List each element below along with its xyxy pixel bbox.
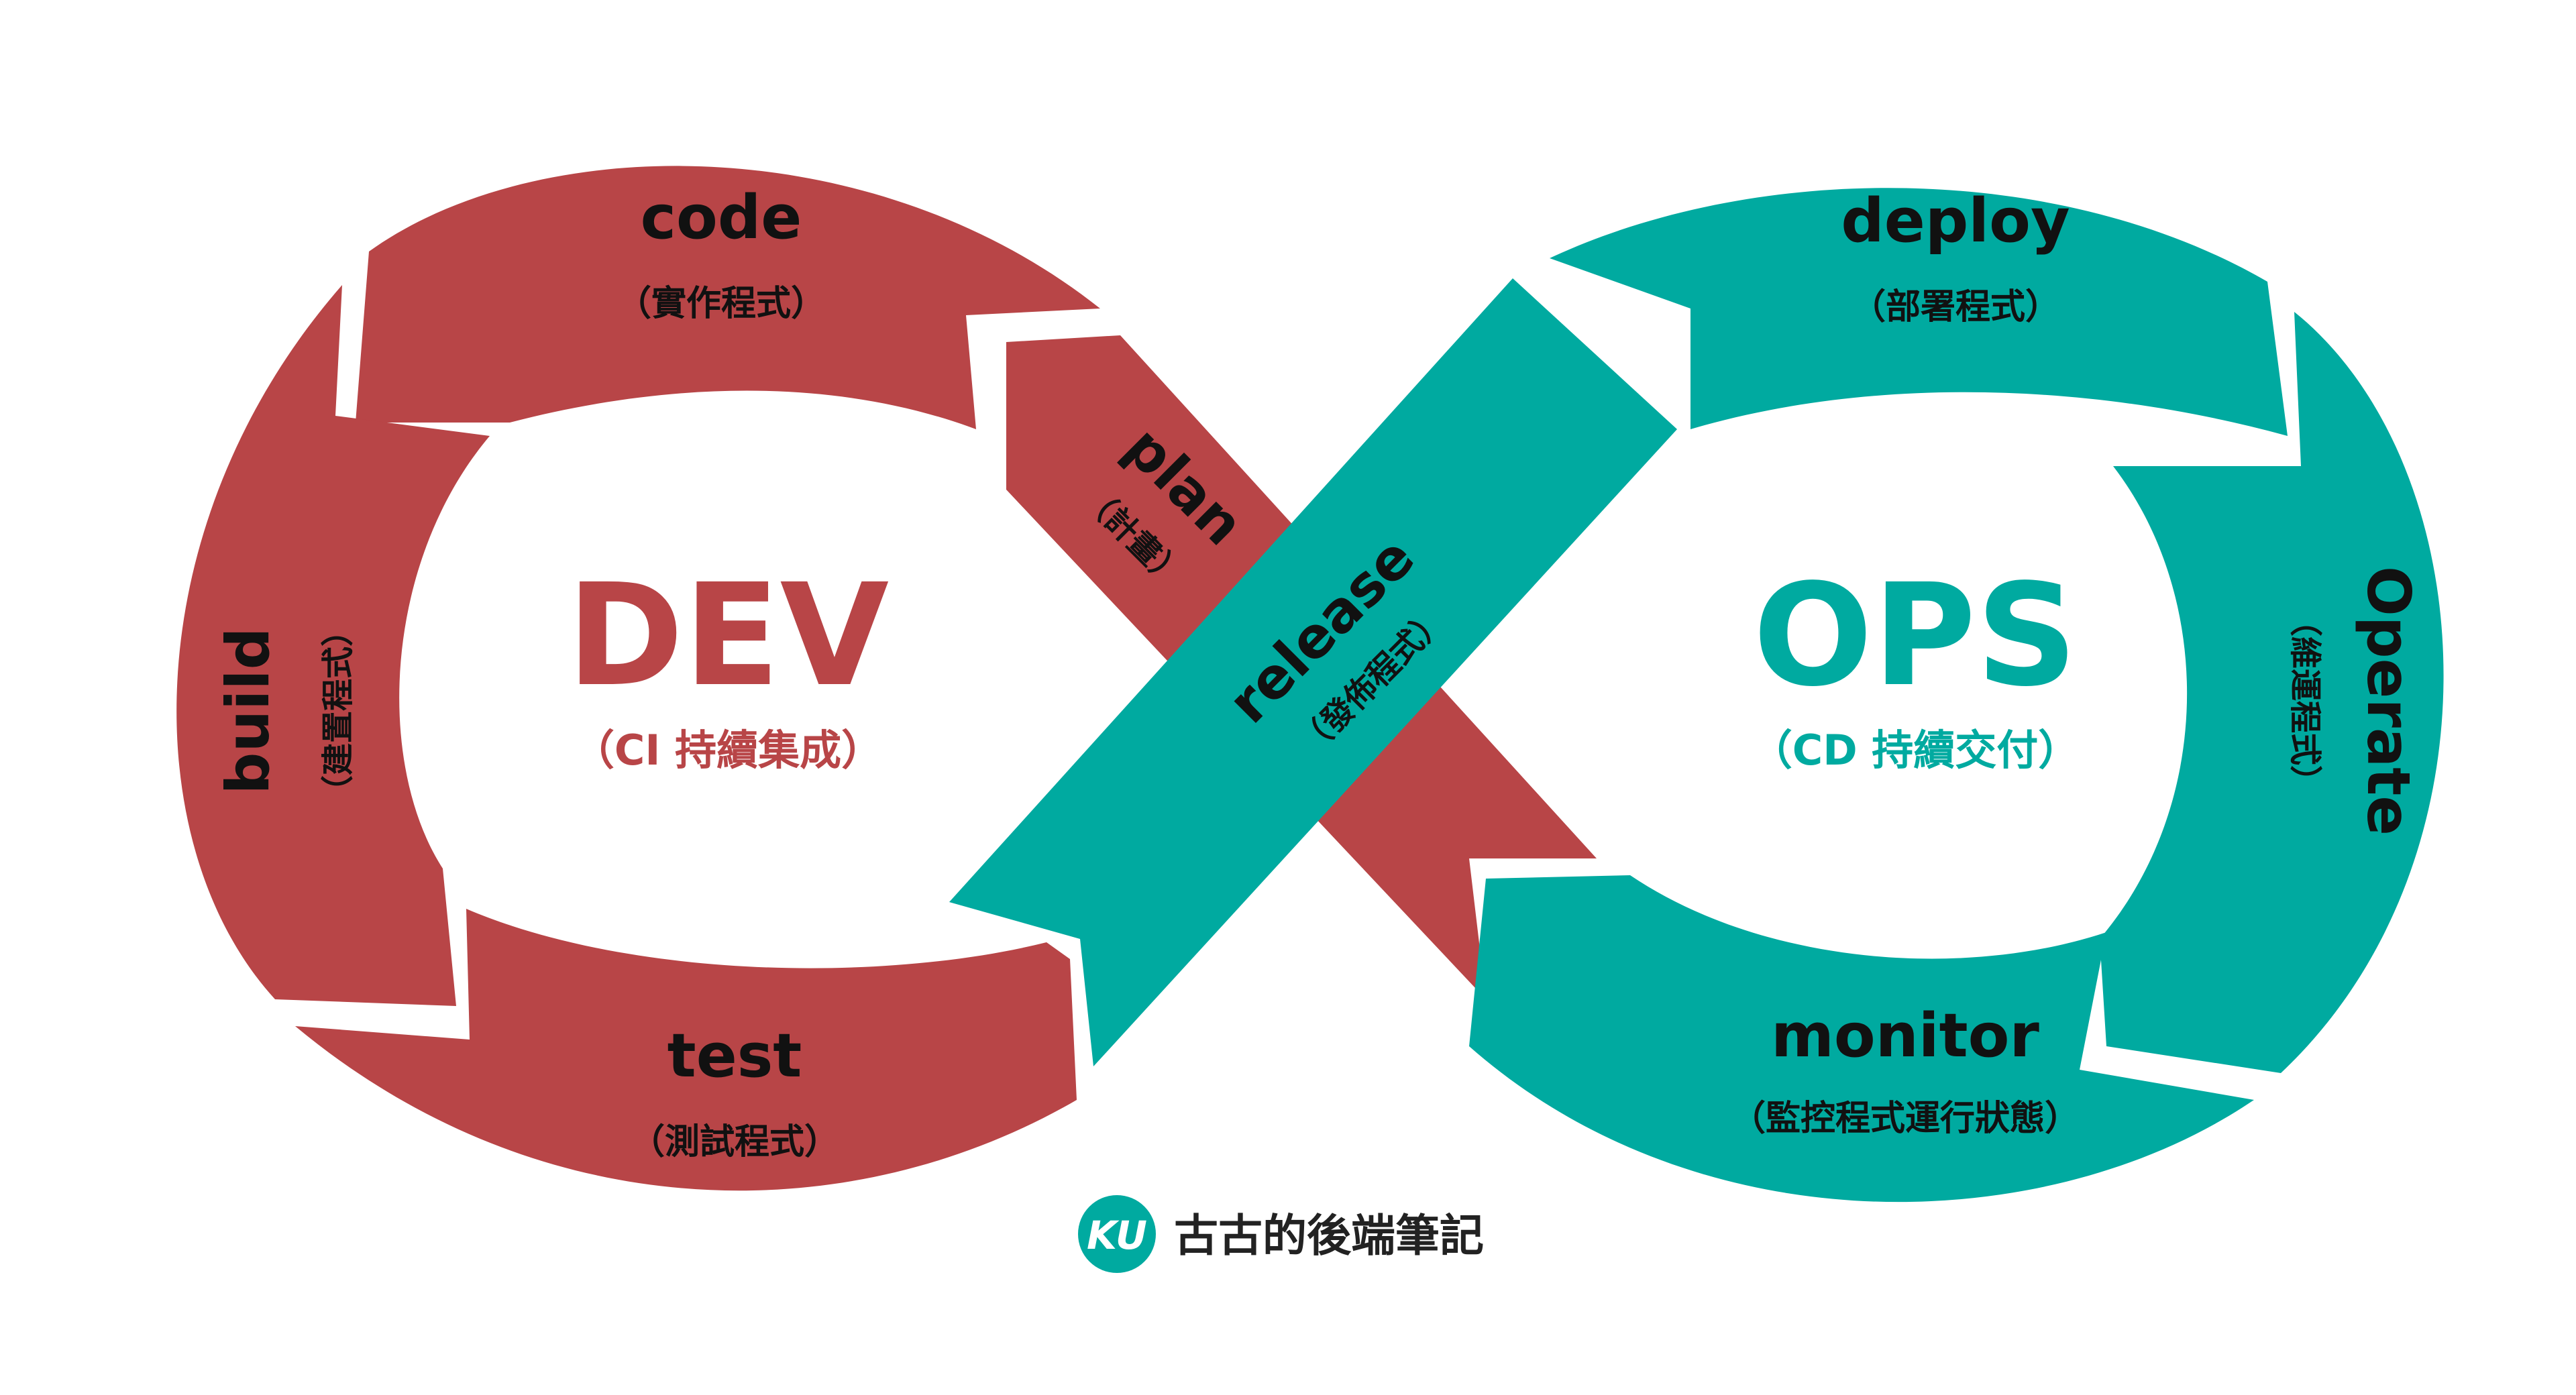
build-segment — [176, 285, 490, 1006]
code-segment — [356, 166, 1100, 429]
deploy-label: deploy — [1841, 186, 2070, 256]
build-label: build — [213, 628, 282, 795]
ops-loop — [949, 188, 2444, 1203]
dev-title: DEV — [567, 553, 889, 718]
brand-name: 古古的後端筆記 — [1174, 1210, 1484, 1262]
ops-title: OPS — [1753, 553, 2078, 718]
deploy-sublabel: （部署程式） — [1851, 287, 2060, 327]
monitor-sublabel: （監控程式運行狀態） — [1731, 1099, 2080, 1139]
build-sublabel: （建置程式） — [319, 614, 357, 807]
release-segment — [949, 278, 1677, 1066]
deploy-segment — [1550, 188, 2288, 436]
code-label: code — [641, 182, 802, 253]
monitor-segment — [1469, 875, 2254, 1203]
code-sublabel: （實作程式） — [616, 284, 826, 324]
test-sublabel: （測試程式） — [630, 1122, 839, 1162]
monitor-label: monitor — [1771, 1001, 2039, 1071]
brand-logo-text: KU — [1087, 1213, 1147, 1258]
operate-sublabel: （維運程式） — [2286, 604, 2324, 797]
brand-logo — [1078, 1195, 1156, 1273]
test-segment — [295, 909, 1077, 1191]
operate-segment — [2100, 312, 2444, 1073]
brand: KU 古古的後端筆記 — [1078, 1195, 1484, 1273]
test-label: test — [667, 1021, 802, 1091]
dev-subtitle: （CI 持續集成） — [573, 726, 883, 775]
operate-label: Operate — [2354, 566, 2423, 836]
ops-subtitle: （CD 持續交付） — [1751, 726, 2080, 775]
